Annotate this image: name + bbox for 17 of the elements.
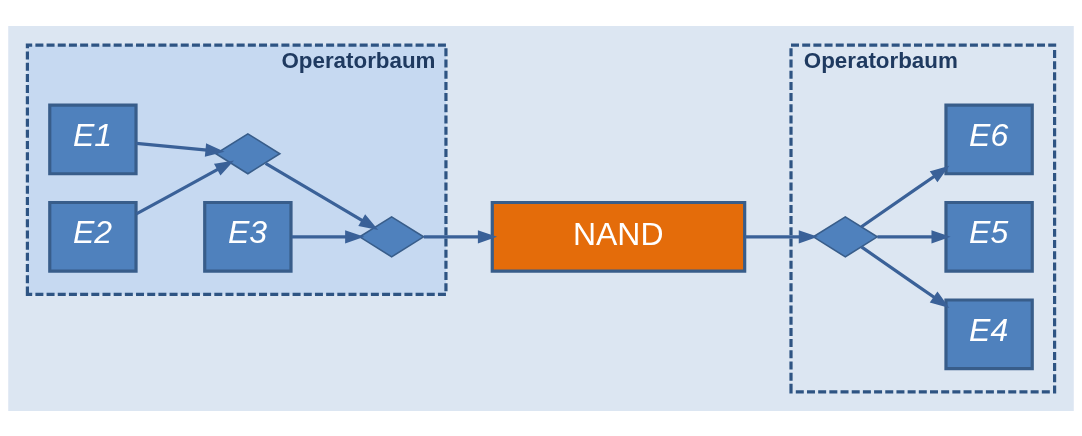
node-box: E2: [48, 200, 138, 273]
arrow: [860, 245, 950, 308]
arrow: [264, 161, 379, 230]
arrow: [860, 165, 950, 228]
arrow: [877, 229, 951, 244]
node-box: E1: [48, 103, 138, 175]
arrow: [291, 229, 365, 244]
node-box: E4: [944, 297, 1034, 370]
node-box: E5: [944, 200, 1034, 273]
node-box: E3: [203, 200, 293, 273]
node-box: NAND: [490, 200, 747, 273]
arrow: [423, 229, 498, 244]
arrow: [135, 159, 235, 215]
node-diamond: [811, 215, 879, 258]
node-box: E6: [944, 103, 1034, 175]
arrow: [136, 141, 225, 157]
arrow: [745, 229, 818, 244]
